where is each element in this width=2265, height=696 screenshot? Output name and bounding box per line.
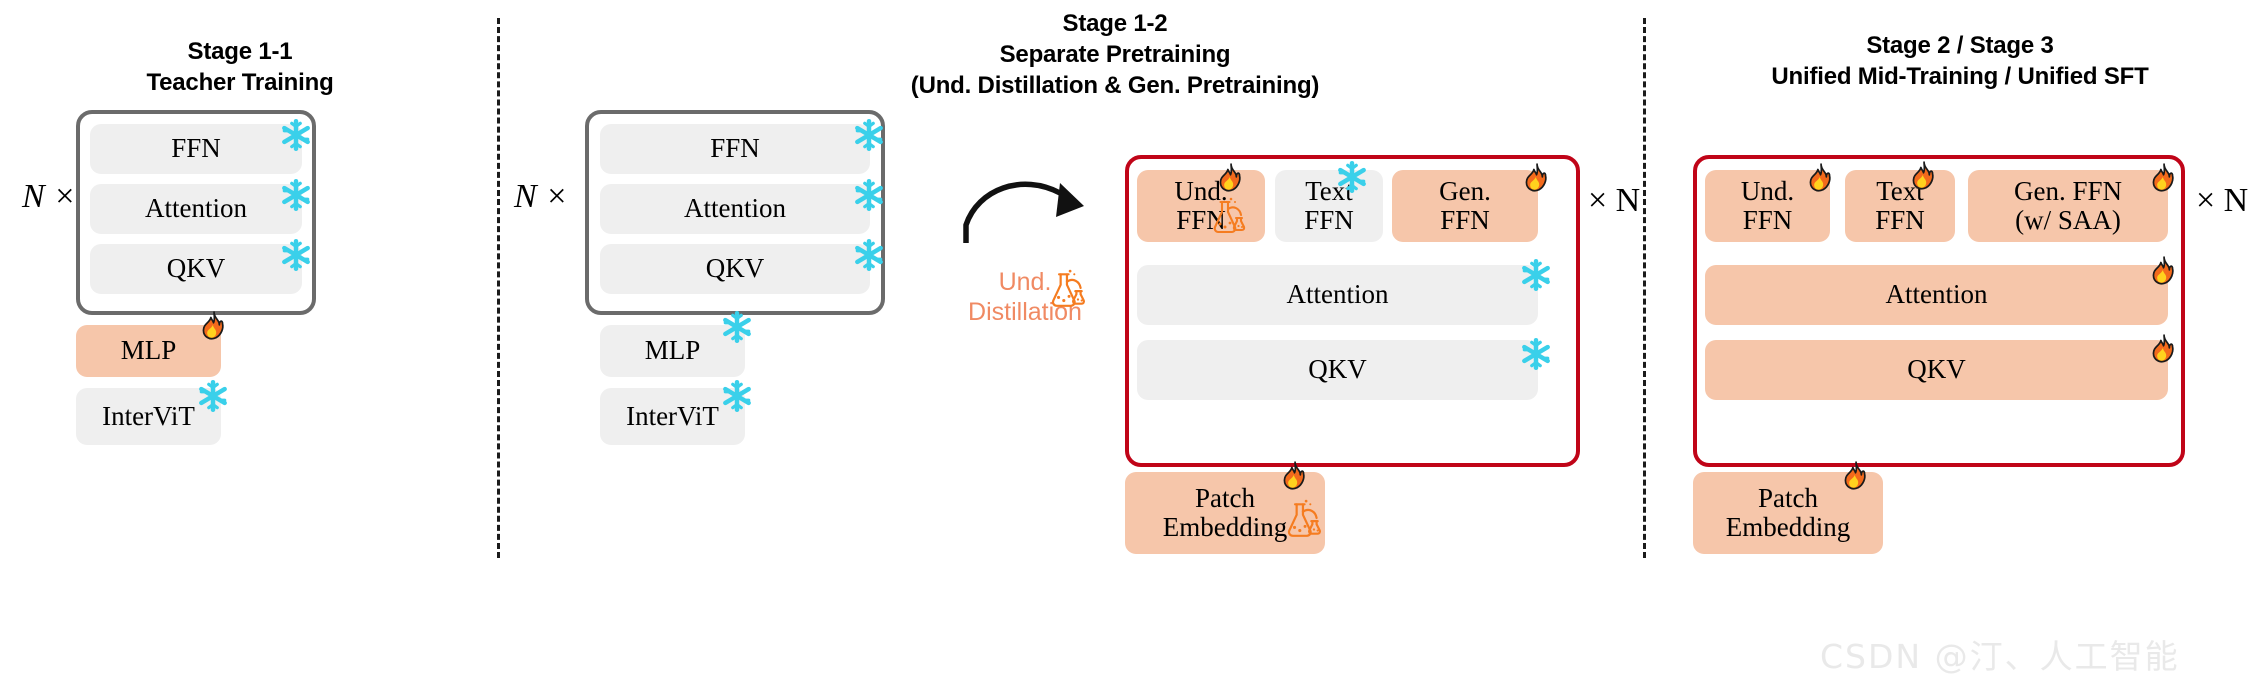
column-title-stage-2-3: Stage 2 / Stage 3 Unified Mid-Training /…	[1670, 30, 2250, 92]
block-ffn-col1: FFN	[90, 124, 302, 174]
title-line: Teacher Training	[146, 69, 334, 97]
block-attention-col2-right: Attention	[1137, 265, 1538, 325]
block-attention-col3: Attention	[1705, 265, 2168, 325]
block-gen-ffn-col2: Gen. FFN	[1392, 170, 1538, 242]
block-patch-embedding-col2: Patch Embedding	[1125, 472, 1325, 554]
block-mlp-col2: MLP	[600, 325, 745, 377]
title-line: Stage 1-1	[187, 38, 293, 65]
title-line: (Und. Distillation & Gen. Pretraining)	[910, 72, 1320, 100]
column-title-stage-1-1: Stage 1-1 Teacher Training	[40, 36, 440, 98]
block-patch-embedding-col3: Patch Embedding	[1693, 472, 1883, 554]
repeat-n: × N	[1588, 182, 1641, 219]
title-line: Stage 2 / Stage 3	[1866, 32, 2054, 59]
block-mlp-col1: MLP	[76, 325, 221, 377]
repeat-n: N ×	[514, 178, 569, 215]
block-text-ffn-col3: Text FFN	[1845, 170, 1955, 242]
repeat-label-col2-left: N ×	[514, 178, 568, 216]
watermark: CSDN @汀、人工智能	[1820, 637, 2180, 676]
block-attention-col1: Attention	[90, 184, 302, 234]
block-attention-col2: Attention	[600, 184, 870, 234]
block-qkv-col2: QKV	[600, 244, 870, 294]
repeat-n: × N	[2196, 182, 2249, 219]
distillation-caption: Und. Distillation	[968, 268, 1082, 326]
block-intervit-col2: InterViT	[600, 388, 745, 445]
distillation-arrow	[960, 165, 1110, 255]
block-qkv-col2-right: QKV	[1137, 340, 1538, 400]
block-gen-ffn-saa-col3: Gen. FFN (w/ SAA)	[1968, 170, 2168, 242]
block-ffn-col2: FFN	[600, 124, 870, 174]
repeat-label-col3: × N	[2196, 182, 2248, 220]
block-text-ffn-col2: Text FFN	[1275, 170, 1383, 242]
title-line: Separate Pretraining	[999, 41, 1231, 69]
title-line: Stage 1-2	[1062, 10, 1168, 37]
column-title-stage-1-2: Stage 1-2 Separate Pretraining (Und. Dis…	[585, 8, 1645, 102]
repeat-label-col1: N ×	[22, 178, 76, 216]
divider-2	[1643, 18, 1646, 558]
block-und-ffn-col3: Und. FFN	[1705, 170, 1830, 242]
block-und-ffn-col2: Und. FFN	[1137, 170, 1265, 242]
block-qkv-col3: QKV	[1705, 340, 2168, 400]
repeat-label-col2-right: × N	[1588, 182, 1640, 220]
repeat-n: N ×	[22, 178, 77, 215]
title-line: Unified Mid-Training / Unified SFT	[1771, 63, 2149, 91]
block-intervit-col1: InterViT	[76, 388, 221, 445]
divider-1	[497, 18, 500, 558]
block-qkv-col1: QKV	[90, 244, 302, 294]
